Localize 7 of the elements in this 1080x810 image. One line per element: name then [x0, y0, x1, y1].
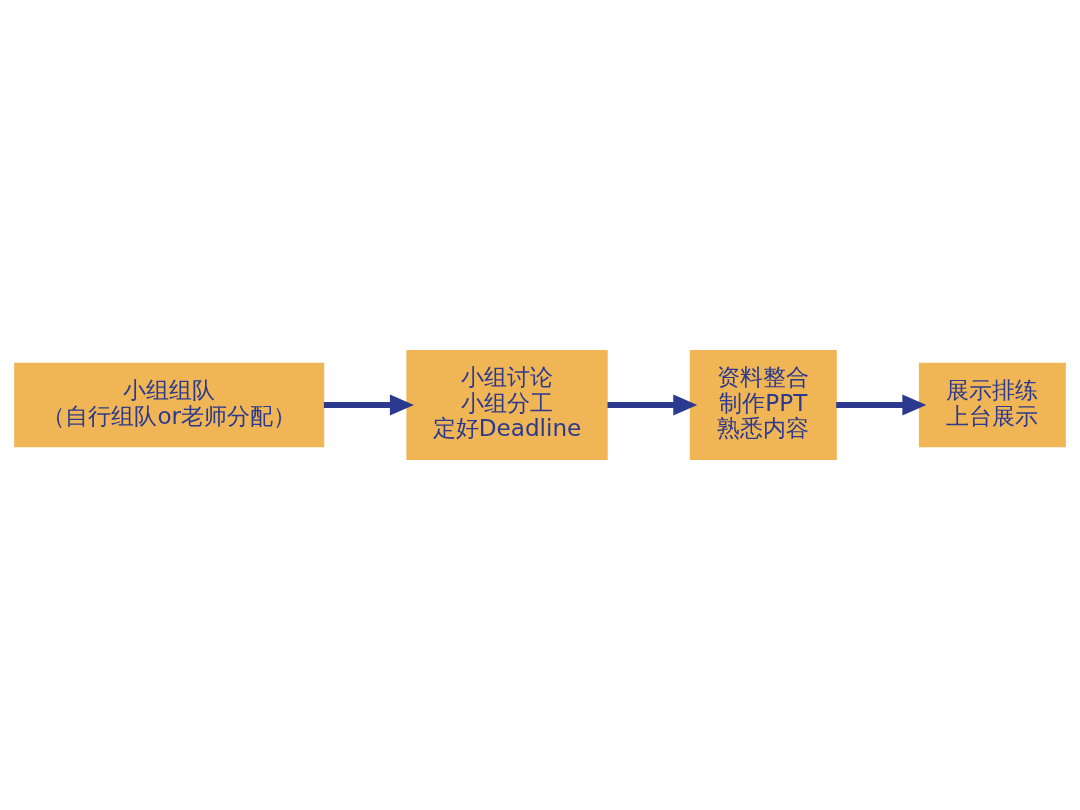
node-box: 资料整合 制作PPT 熟悉内容	[689, 350, 837, 460]
node-box: 展示排练 上台展示	[918, 362, 1066, 448]
arrow	[836, 394, 927, 416]
arrow	[323, 394, 414, 416]
node-box: 小组组队 （自行组队or老师分配）	[14, 362, 325, 448]
node-box: 小组讨论 小组分工 定好Deadline	[406, 350, 608, 460]
arrow	[607, 394, 698, 416]
